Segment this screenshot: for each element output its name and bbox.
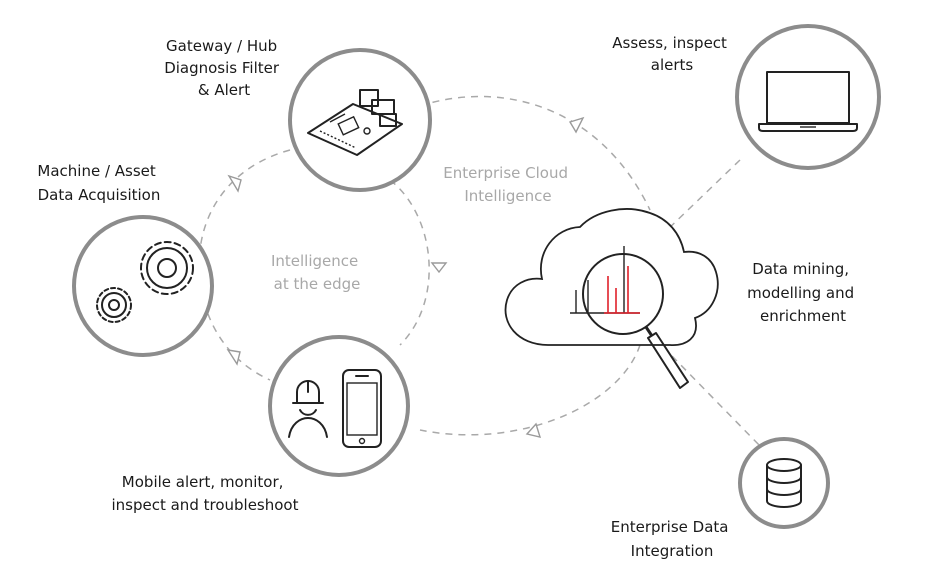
arrowheads	[226, 116, 585, 438]
assess-label: Assess, inspect alerts	[612, 34, 731, 74]
mining-node	[504, 208, 719, 389]
integration-label: Enterprise Data Integration	[611, 518, 734, 560]
arrow-edge-right	[430, 262, 448, 274]
machine-node	[72, 215, 214, 357]
mining-label: Data mining, modelling and enrichment	[747, 260, 859, 325]
link-laptop	[664, 159, 741, 233]
arrow-cloud-top	[568, 116, 585, 134]
arrow-edge-lower	[226, 349, 241, 366]
gateway-label: Gateway / Hub Diagnosis Filter & Alert	[164, 37, 284, 99]
machine-label: Machine / Asset Data Acquisition	[37, 162, 160, 204]
cloud-arc-top	[419, 95, 651, 211]
laptop-icon	[758, 71, 858, 132]
arrow-edge-upper	[227, 174, 242, 193]
gateway-ring	[288, 48, 432, 192]
gears-icon	[96, 241, 194, 323]
bar-chart-glyph	[570, 246, 640, 314]
link-database	[671, 355, 761, 447]
edge-region-label: Intelligence at the edge	[271, 252, 363, 293]
assess-node	[735, 24, 881, 170]
machine-ring	[72, 215, 214, 357]
assess-ring	[735, 24, 881, 170]
worker-smartphone-icon	[288, 369, 382, 448]
mobile-node	[268, 335, 410, 477]
cloud-region-label: Enterprise Cloud Intelligence	[443, 164, 573, 205]
arrow-cloud-bottom	[525, 422, 542, 438]
gateway-node	[288, 48, 432, 192]
edge-loop-right	[389, 179, 430, 346]
cloud-arc-bottom	[419, 344, 641, 436]
mobile-ring	[268, 335, 410, 477]
mobile-label: Mobile alert, monitor, inspect and troub…	[111, 473, 298, 514]
cloud-magnifier-chart-icon	[504, 208, 719, 389]
integration-node	[738, 437, 830, 529]
database-icon	[766, 458, 802, 508]
circuit-board-icon	[307, 89, 403, 156]
